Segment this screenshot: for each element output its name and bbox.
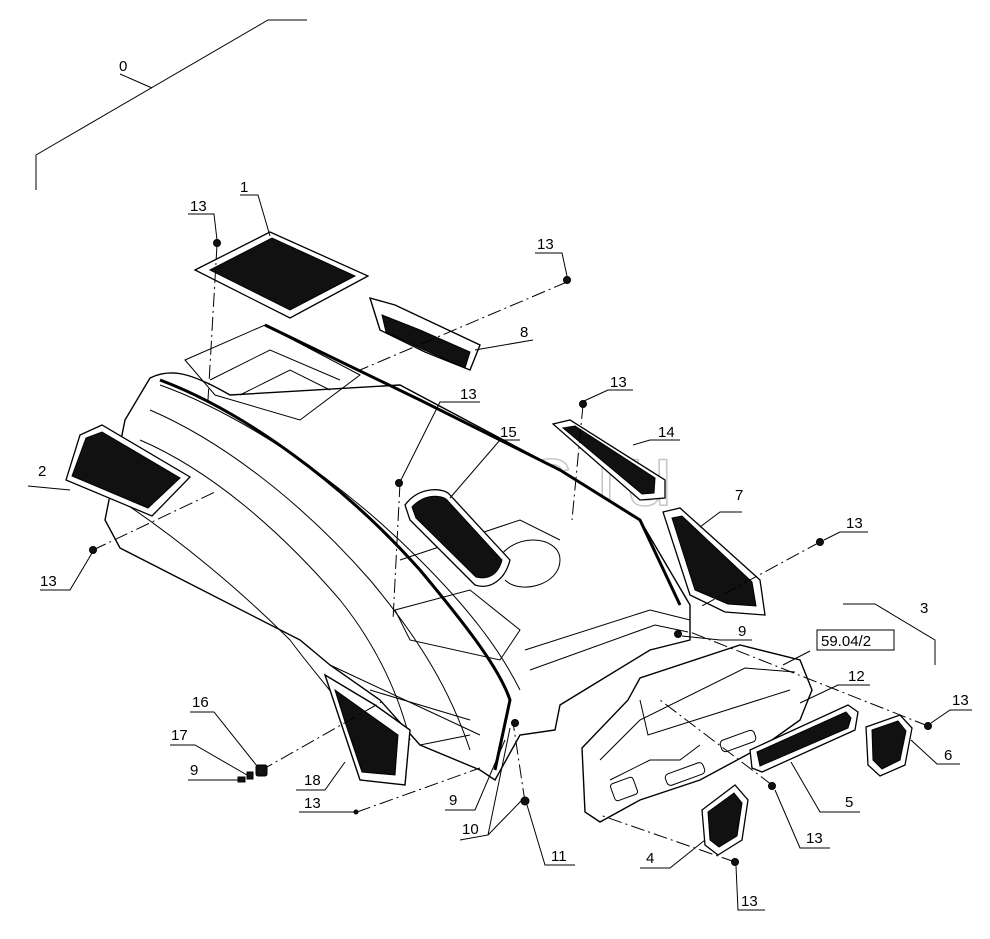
fasteners bbox=[89, 239, 932, 866]
label-13-far-right: 13 bbox=[952, 692, 969, 709]
label-0: 0 bbox=[119, 58, 127, 75]
triangular-pad-7 bbox=[662, 507, 766, 616]
nut-13-f bbox=[816, 538, 824, 546]
hood-body bbox=[104, 323, 691, 782]
assembly-bracket-3 bbox=[843, 603, 936, 665]
label-3: 3 bbox=[920, 600, 928, 617]
label-4: 4 bbox=[646, 850, 654, 867]
label-16: 16 bbox=[192, 694, 209, 711]
right-panel-14 bbox=[551, 419, 666, 501]
side-pad-6 bbox=[865, 714, 913, 777]
nut-13-g bbox=[924, 722, 932, 730]
label-13-bottom: 13 bbox=[741, 893, 758, 910]
nut-13-d bbox=[395, 479, 403, 487]
label-13-right: 13 bbox=[846, 515, 863, 532]
nut-11 bbox=[520, 796, 530, 806]
label-9-lower: 9 bbox=[449, 792, 457, 809]
nut-13-a bbox=[213, 239, 221, 247]
label-10: 10 bbox=[462, 821, 479, 838]
center-pad-15 bbox=[404, 489, 511, 587]
screw-9-left bbox=[237, 776, 246, 783]
leader-lines bbox=[27, 73, 972, 911]
nut-13-i bbox=[731, 858, 739, 866]
lower-pad-12 bbox=[749, 704, 859, 773]
front-grille-assembly bbox=[581, 644, 813, 823]
assembly-bracket-0 bbox=[35, 19, 307, 190]
nut-13-c bbox=[579, 400, 587, 408]
washer-17 bbox=[246, 771, 254, 780]
label-13-left: 13 bbox=[40, 573, 57, 590]
label-13-lower-right: 13 bbox=[806, 830, 823, 847]
label-2: 2 bbox=[38, 463, 46, 480]
label-18: 18 bbox=[304, 772, 321, 789]
label-12: 12 bbox=[848, 668, 865, 685]
assembly-lines bbox=[92, 244, 929, 863]
bolt-16 bbox=[255, 764, 268, 777]
label-8: 8 bbox=[520, 324, 528, 341]
label-13-lower-left: 13 bbox=[304, 795, 321, 812]
label-17: 17 bbox=[171, 727, 188, 744]
label-13-top-left: 13 bbox=[190, 198, 207, 215]
label-6: 6 bbox=[944, 747, 952, 764]
part-labels: 0 1 13 13 8 13 13 15 14 2 7 13 13 3 9 12… bbox=[38, 58, 969, 910]
clip-10 bbox=[511, 719, 519, 727]
reference-box-label: 59.04/2 bbox=[821, 633, 871, 650]
label-7: 7 bbox=[735, 487, 743, 504]
label-11: 11 bbox=[551, 848, 567, 865]
nut-13-h bbox=[768, 782, 776, 790]
label-1: 1 bbox=[240, 179, 248, 196]
label-5: 5 bbox=[845, 794, 853, 811]
nut-13-b bbox=[563, 276, 571, 284]
label-13-center: 13 bbox=[460, 386, 477, 403]
label-15: 15 bbox=[500, 424, 517, 441]
label-9-left: 9 bbox=[190, 762, 198, 779]
nut-13-e bbox=[89, 546, 97, 554]
label-9-right: 9 bbox=[738, 623, 746, 640]
reference-box bbox=[816, 629, 895, 651]
nut-9-right bbox=[674, 630, 682, 638]
label-13-upper-right: 13 bbox=[610, 374, 627, 391]
left-duct-18 bbox=[323, 673, 411, 786]
label-14: 14 bbox=[658, 424, 675, 441]
left-filter-pad-2 bbox=[65, 424, 192, 517]
front-pad-4 bbox=[701, 784, 749, 856]
top-filter-pad-1 bbox=[193, 231, 370, 319]
label-13-top: 13 bbox=[537, 236, 554, 253]
